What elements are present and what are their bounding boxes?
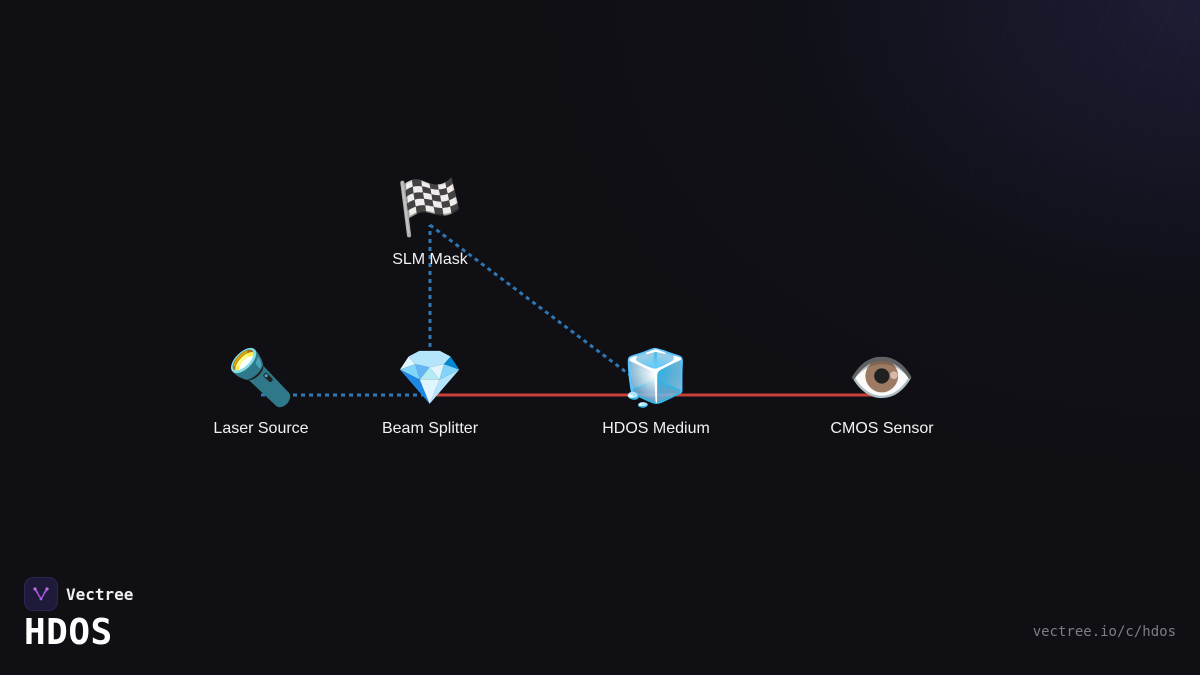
vectree-logo-icon — [24, 577, 58, 611]
flashlight-icon[interactable]: 🔦 — [227, 346, 295, 409]
node-label-medium: HDOS Medium — [602, 420, 710, 437]
checkered-flag-icon[interactable]: 🏁 — [396, 176, 464, 239]
edge-slm-medium — [429, 223, 635, 380]
page-url[interactable]: vectree.io/c/hdos — [1032, 624, 1176, 640]
ice-cube-icon[interactable]: 🧊 — [622, 346, 690, 409]
node-label-splitter: Beam Splitter — [381, 420, 479, 437]
brand-name: Vectree — [66, 584, 134, 604]
brand: Vectree — [24, 577, 133, 611]
node-label-slm: SLM Mask — [392, 251, 468, 268]
node-label-sensor: CMOS Sensor — [830, 420, 934, 437]
eye-icon[interactable]: 👁️ — [848, 346, 916, 409]
node-label-laser: Laser Source — [213, 420, 309, 437]
gem-icon[interactable]: 💎 — [396, 346, 464, 409]
page-title: HDOS — [24, 612, 113, 653]
